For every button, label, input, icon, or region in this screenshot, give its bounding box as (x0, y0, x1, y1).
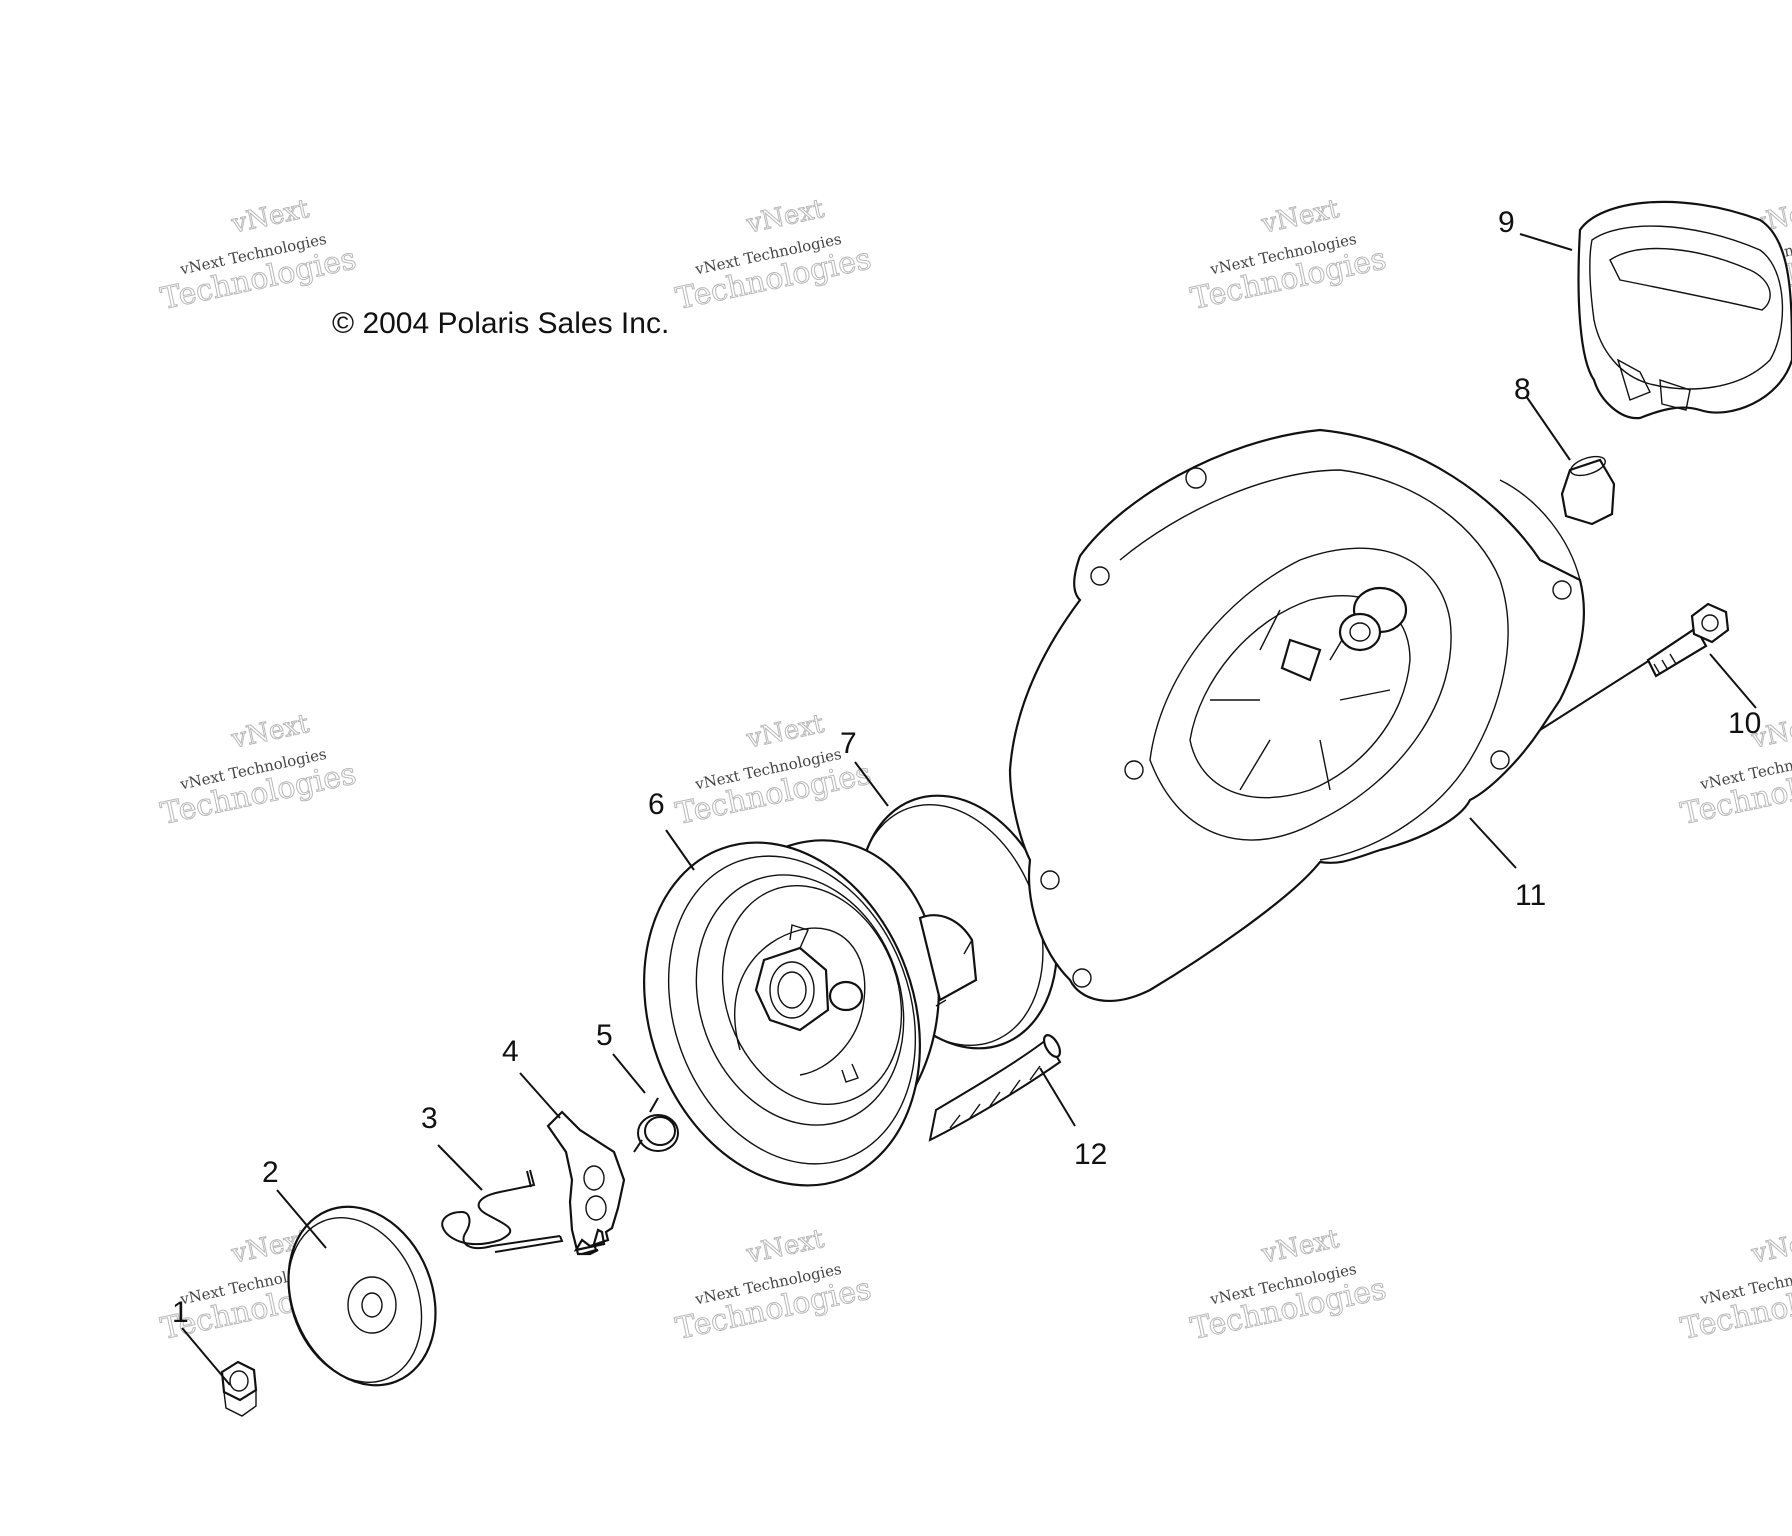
callout-3: 3 (421, 1102, 438, 1135)
svg-text:vNext: vNext (743, 709, 827, 755)
callout-2: 2 (262, 1156, 279, 1189)
callout-9: 9 (1498, 206, 1515, 239)
part-4-pawl (546, 1110, 626, 1256)
watermarks: vNext vNext Technologies Technologies vN… (157, 193, 1792, 1347)
watermark: vNext vNext Technologies Technologies (672, 1223, 874, 1347)
callout-11: 11 (1515, 879, 1546, 912)
svg-text:vNext: vNext (1258, 1224, 1342, 1270)
part-6-pulley (643, 839, 978, 1187)
callout-6: 6 (648, 788, 665, 821)
part-5-spring (633, 1097, 679, 1153)
callout-10: 10 (1728, 707, 1761, 740)
watermark: vNext vNext Technologies Technologies (1187, 1223, 1389, 1347)
callout-7: 7 (840, 727, 857, 760)
part-8-bushing (1560, 455, 1616, 526)
part-12-rope (928, 1034, 1062, 1142)
svg-text:vNext: vNext (743, 194, 827, 240)
part-11-housing (1008, 428, 1586, 1002)
watermark: vNext vNext Technologies Technologies (1187, 193, 1389, 317)
watermark: vNext vNext Technologies Technologies (157, 708, 359, 832)
callout-5: 5 (596, 1019, 613, 1052)
copyright-text: © 2004 Polaris Sales Inc. (332, 307, 669, 340)
callouts: 1 2 3 4 5 6 7 8 9 10 11 12 (172, 206, 1761, 1329)
leader-lines (181, 233, 1757, 1386)
watermark: vNext vNext Technologies Technologies (157, 193, 359, 317)
svg-text:vNext: vNext (228, 709, 312, 755)
part-2-plate (287, 1205, 437, 1387)
part-10-bolt (1646, 602, 1730, 678)
svg-text:vNext: vNext (228, 194, 312, 240)
watermark: vNext vNext Technologies Technologies (1677, 1223, 1792, 1347)
part-3-spring (441, 1169, 564, 1253)
part-1-nut (220, 1360, 258, 1417)
callout-4: 4 (502, 1035, 519, 1068)
svg-text:vNext: vNext (1748, 1224, 1792, 1270)
callout-12: 12 (1074, 1138, 1107, 1171)
watermark: vNext vNext Technologies Technologies (672, 193, 874, 317)
watermark: vNext vNext Technologies Technologies (672, 708, 874, 832)
svg-text:vNext: vNext (743, 1224, 827, 1270)
callout-1: 1 (172, 1296, 189, 1329)
part-9-handle (1577, 200, 1792, 420)
callout-8: 8 (1514, 373, 1531, 406)
svg-text:vNext: vNext (1258, 194, 1342, 240)
